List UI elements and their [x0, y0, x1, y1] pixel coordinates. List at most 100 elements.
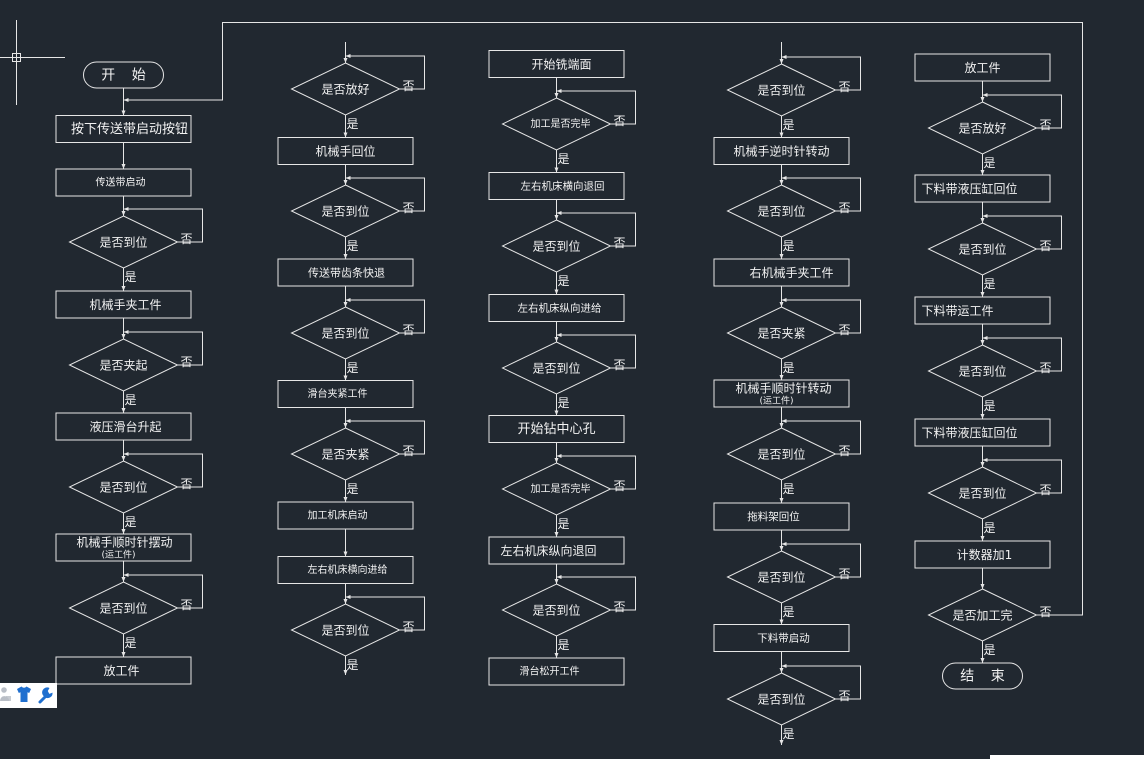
node-text: 是否到位: [321, 204, 369, 219]
decision-diamond[interactable]: 是否到位: [501, 341, 612, 395]
status-toolbar: [0, 683, 57, 708]
decision-diamond[interactable]: 是否加工完: [927, 588, 1038, 642]
process-box[interactable]: 下料带运工件: [914, 296, 1051, 325]
loop-back-arrow: [556, 333, 636, 369]
decision-diamond-outline: [501, 219, 612, 273]
loop-back-arrow: [982, 214, 1062, 250]
decision-diamond[interactable]: 是否到位: [726, 550, 837, 604]
decision-diamond[interactable]: 是否夹紧: [726, 306, 837, 360]
process-box[interactable]: 左右机床横向进给: [277, 556, 414, 584]
decision-diamond[interactable]: 是否到位: [726, 184, 837, 238]
decision-diamond[interactable]: 是否到位: [68, 215, 179, 269]
decision-diamond[interactable]: 是否到位: [726, 63, 837, 117]
decision-diamond-outline: [927, 466, 1038, 520]
process-box[interactable]: 计数器加1: [914, 540, 1051, 569]
decision-diamond-outline: [68, 215, 179, 269]
process-box[interactable]: 传送带启动: [55, 168, 192, 197]
decision-diamond[interactable]: 是否到位: [290, 184, 401, 238]
yes-label: 是: [783, 239, 795, 253]
process-box[interactable]: 开始铣端面: [488, 50, 625, 78]
loop-back-arrow: [982, 93, 1062, 129]
process-box[interactable]: 滑台松开工件: [488, 657, 625, 686]
node-text: 计数器加1: [957, 547, 1013, 562]
process-box[interactable]: 机械手回位: [277, 137, 414, 165]
decision-diamond-outline: [68, 338, 179, 392]
crosshair-pickbox: [12, 53, 21, 62]
decision-diamond[interactable]: 是否到位: [927, 344, 1038, 398]
process-box[interactable]: 左右机床横向退回: [488, 172, 625, 200]
process-box-outline: [713, 502, 850, 531]
process-box-outline: [488, 415, 625, 443]
process-box[interactable]: 放工件: [55, 656, 192, 685]
no-label: 否: [1040, 118, 1052, 132]
node-text: 机械手回位: [315, 144, 375, 159]
node-text: 是否夹紧: [757, 327, 805, 341]
terminal-end[interactable]: 结 束: [942, 662, 1023, 690]
node-text: 是否放好: [321, 82, 369, 97]
decision-diamond[interactable]: 是否到位: [726, 427, 837, 481]
decision-diamond[interactable]: 是否到位: [927, 222, 1038, 276]
no-label: 否: [614, 358, 626, 372]
decision-diamond[interactable]: 是否到位: [68, 581, 179, 635]
node-text: 机械手顺时针转动: [735, 381, 831, 396]
process-box[interactable]: 拖料架回位: [713, 502, 850, 531]
decision-diamond[interactable]: 是否到位: [290, 603, 401, 657]
node-text: 是否到位: [99, 480, 147, 495]
decision-diamond[interactable]: 加工是否完毕: [501, 462, 612, 516]
decision-diamond-outline: [927, 222, 1038, 276]
decision-diamond[interactable]: 是否到位: [726, 672, 837, 726]
loop-back-arrow: [123, 452, 203, 488]
node-text: 是否到位: [99, 601, 147, 616]
node-text: 开始铣端面: [531, 58, 591, 72]
wrench-icon[interactable]: [38, 687, 53, 704]
no-label: 否: [403, 620, 415, 634]
process-box[interactable]: 左右机床纵向退回: [488, 536, 625, 565]
process-box-outline: [914, 174, 1051, 203]
node-text: 机械手顺时针摆动: [76, 535, 172, 550]
no-label: 否: [181, 477, 193, 491]
decision-diamond[interactable]: 是否到位: [68, 460, 179, 514]
decision-diamond[interactable]: 是否到位: [927, 466, 1038, 520]
user-lock-icon[interactable]: [0, 687, 11, 701]
decision-diamond[interactable]: 是否夹起: [68, 338, 179, 392]
node-subtext: (运工件): [759, 395, 793, 407]
decision-diamond[interactable]: 是否到位: [501, 219, 612, 273]
decision-diamond-outline: [501, 341, 612, 395]
no-label: 否: [403, 79, 415, 93]
process-box-outline: [713, 258, 850, 287]
process-box[interactable]: 机械手顺时针摆动(运工件): [55, 533, 192, 562]
process-box[interactable]: 下料带启动: [713, 624, 850, 652]
yes-label: 是: [783, 605, 795, 619]
process-box[interactable]: 右机械手夹工件: [713, 258, 850, 287]
node-text: 加工是否完毕: [531, 482, 591, 495]
process-box[interactable]: 机械手逆时针转动: [713, 137, 850, 165]
process-box[interactable]: 机械手夹工件: [55, 290, 192, 319]
process-box[interactable]: 按下传送带启动按钮: [55, 115, 192, 143]
process-box[interactable]: 传送带齿条快退: [277, 258, 414, 287]
process-box[interactable]: 下料带液压缸回位: [914, 174, 1051, 203]
decision-diamond[interactable]: 是否放好: [927, 101, 1038, 155]
decision-diamond[interactable]: 是否放好: [290, 62, 401, 116]
no-label: 否: [403, 444, 415, 458]
process-box[interactable]: 放工件: [914, 53, 1051, 82]
decision-diamond[interactable]: 是否夹紧: [290, 427, 401, 481]
decision-diamond[interactable]: 是否到位: [290, 306, 401, 360]
terminal-start[interactable]: 开 始: [83, 61, 164, 89]
process-box[interactable]: 滑台夹紧工件: [277, 380, 414, 408]
node-text: 传送带启动: [96, 176, 146, 189]
yes-label: 是: [984, 156, 996, 170]
node-text: 是否夹起: [99, 359, 147, 373]
decision-diamond[interactable]: 是否到位: [501, 583, 612, 637]
process-box[interactable]: 液压滑台升起: [55, 412, 192, 441]
process-box-outline: [55, 412, 192, 441]
decision-diamond-outline: [290, 62, 401, 116]
process-box[interactable]: 左右机床纵向进给: [488, 294, 625, 322]
process-box[interactable]: 开始钻中心孔: [488, 415, 625, 443]
process-box[interactable]: 机械手顺时针转动(运工件): [713, 379, 850, 408]
process-box[interactable]: 加工机床启动: [277, 501, 414, 530]
process-box-outline: [277, 501, 414, 530]
decision-diamond[interactable]: 加工是否完毕: [501, 97, 612, 151]
process-box[interactable]: 下料带液压缸回位: [914, 418, 1051, 447]
tshirt-icon[interactable]: [17, 686, 31, 703]
